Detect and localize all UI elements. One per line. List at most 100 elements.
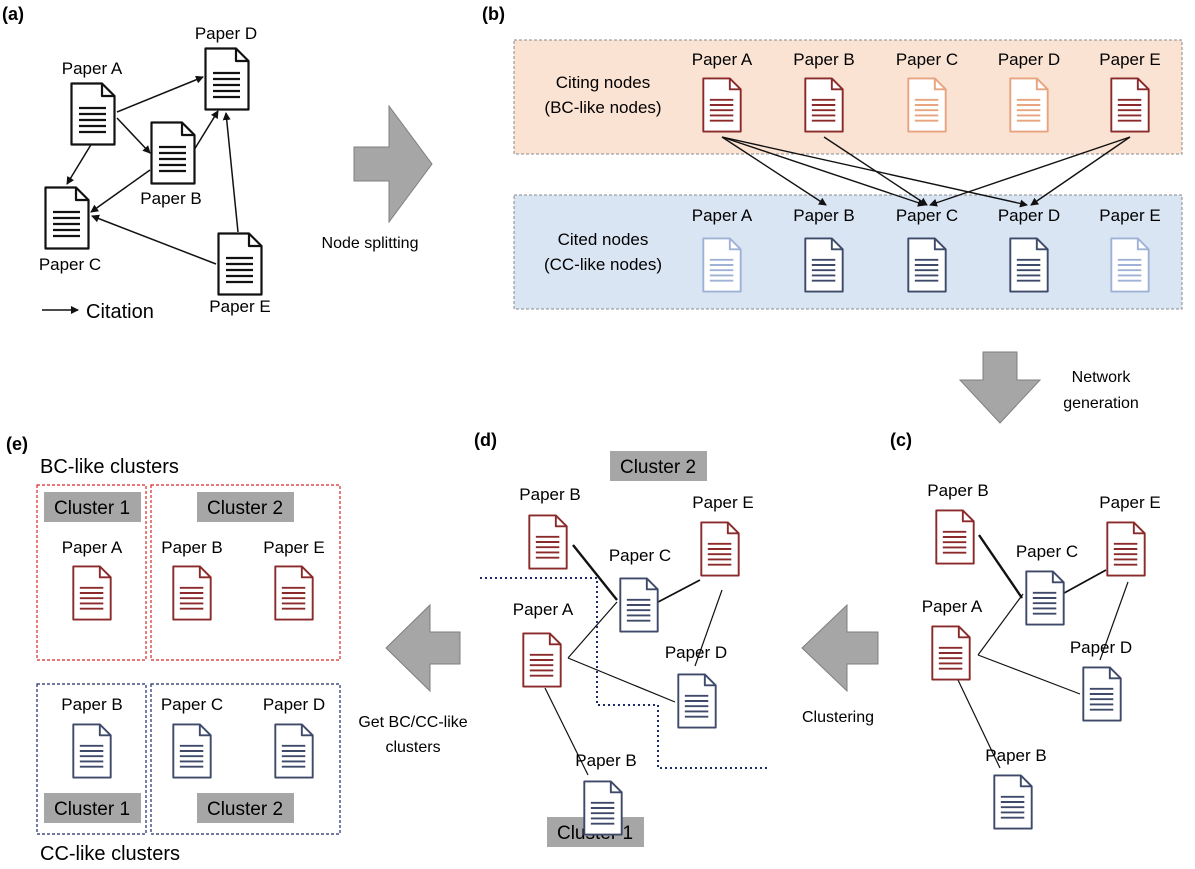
bc-cluster-1-label: Cluster 1 [54, 498, 130, 519]
cc-cluster-2-label: Cluster 2 [207, 799, 283, 820]
cc-cluster-1-badge [44, 793, 141, 823]
panel-c-edges [957, 534, 1129, 769]
node-splitting-step: Node splitting [322, 104, 433, 252]
edge-c-a-c [977, 593, 1024, 656]
node-splitting-label: Node splitting [322, 235, 419, 252]
edge-b-to-c [90, 169, 151, 213]
panel-a-tag: (a) [2, 4, 24, 24]
edge-citing-a-cited-b [721, 136, 827, 206]
cc-cluster-1-box [36, 683, 147, 835]
clustering-label: Clustering [802, 709, 874, 726]
panel-d: (d) Cluster 2 Cluster 1 Paper B Paper E … [474, 430, 768, 847]
edge-e-to-c [91, 214, 217, 265]
bc-cluster-2-label: Cluster 2 [207, 498, 283, 519]
edge-d-a-d [567, 657, 676, 703]
d-paper-a-red-label: Paper A [513, 600, 574, 619]
bipartite-citation-edges [721, 136, 1131, 208]
citing-nodes-title: Citing nodes [556, 73, 651, 92]
bc-cluster-1-box [36, 484, 147, 661]
citing-nodes-subtitle: (BC-like nodes) [544, 98, 661, 117]
edge-d-a-c [567, 601, 618, 659]
citing-paper-d-doc-icon [1009, 77, 1049, 133]
bc-paper-a-label: Paper A [62, 538, 123, 557]
d-paper-b-red-doc-icon [528, 514, 568, 570]
citing-paper-b-label: Paper B [793, 50, 854, 69]
d-paper-c-blue-doc-icon [619, 577, 659, 633]
cc-clusters-title: CC-like clusters [40, 843, 180, 865]
c-paper-e-red-doc-icon [1106, 521, 1146, 577]
citing-paper-e-label: Paper E [1099, 50, 1160, 69]
edge-c-a-d [977, 654, 1081, 695]
cited-paper-e-label: Paper E [1099, 206, 1160, 225]
paper-e-label: Paper E [209, 297, 270, 316]
node-splitting-arrow [353, 104, 433, 224]
c-paper-b-red-doc-icon [935, 509, 975, 565]
edge-e-to-d [222, 112, 239, 233]
cited-paper-d-label: Paper D [998, 206, 1060, 225]
cc-cluster-2-box [150, 683, 341, 835]
d-paper-e-red-doc-icon [700, 521, 740, 577]
d-cluster-2-badge [610, 451, 707, 481]
citing-paper-c-doc-icon [907, 77, 947, 133]
network-generation-label-2: generation [1063, 395, 1139, 412]
citing-paper-e-doc-icon [1110, 77, 1150, 133]
get-clusters-label-2: clusters [385, 739, 440, 756]
edge-d-a-b [544, 687, 589, 776]
edge-c-b-c [978, 534, 1023, 599]
citing-paper-c-label: Paper C [896, 50, 958, 69]
edge-d-b-c [572, 544, 618, 601]
edge-citing-b-cited-c [823, 136, 928, 206]
edge-a-to-b [116, 117, 151, 154]
c-paper-b-blue-label: Paper B [985, 746, 1046, 765]
c-paper-c-blue-doc-icon [1025, 570, 1065, 626]
get-clusters-label-1: Get BC/CC-like [358, 714, 467, 731]
edge-c-e-d [1099, 581, 1129, 661]
c-paper-d-blue-doc-icon [1082, 666, 1122, 722]
c-paper-d-blue-label: Paper D [1070, 638, 1132, 657]
cc-paper-d-doc-icon [274, 723, 314, 779]
cited-paper-b-label: Paper B [793, 206, 854, 225]
panel-c-tag: (c) [890, 430, 912, 450]
bc-paper-b-label: Paper B [161, 538, 222, 557]
cited-nodes-subtitle: (CC-like nodes) [544, 255, 662, 274]
edge-citing-e-cited-c [929, 136, 1131, 207]
legend-label: Citation [86, 301, 154, 323]
panel-a: (a) Paper A Paper D Paper B Paper C Pape… [2, 4, 271, 323]
paper-c-doc-icon [44, 186, 90, 250]
cc-paper-d-label: Paper D [263, 695, 325, 714]
bc-cluster-2-badge [197, 492, 294, 522]
panel-e-tag: (e) [6, 434, 28, 454]
cited-paper-a-label: Paper A [692, 206, 753, 225]
clustering-arrow [801, 603, 879, 693]
cited-paper-a-doc-icon [702, 237, 742, 293]
c-paper-a-red-label: Paper A [922, 597, 983, 616]
edge-d-e-d [694, 589, 723, 667]
get-clusters-arrow [385, 603, 461, 693]
cited-paper-c-label: Paper C [896, 206, 958, 225]
d-paper-d-blue-label: Paper D [665, 643, 727, 662]
cc-paper-c-doc-icon [172, 723, 212, 779]
paper-a-doc-icon [70, 82, 116, 146]
d-paper-b-blue-doc-icon [583, 780, 623, 836]
citing-paper-a-label: Paper A [692, 50, 753, 69]
cluster-boundary-line [480, 577, 768, 769]
cc-cluster-1-label: Cluster 1 [54, 799, 130, 820]
paper-e-doc-icon [217, 232, 263, 296]
paper-c-label: Paper C [39, 255, 101, 274]
d-paper-b-red-label: Paper B [519, 485, 580, 504]
edge-citing-a-cited-c [721, 136, 926, 207]
cc-paper-c-label: Paper C [161, 695, 223, 714]
panel-e: (e) BC-like clusters CC-like clusters Cl… [6, 434, 341, 865]
cited-paper-b-doc-icon [804, 237, 844, 293]
c-paper-e-red-label: Paper E [1099, 493, 1160, 512]
citing-paper-d-label: Paper D [998, 50, 1060, 69]
c-paper-b-red-label: Paper B [927, 481, 988, 500]
c-paper-c-blue-label: Paper C [1016, 542, 1078, 561]
bc-paper-b-doc-icon [172, 565, 212, 621]
bc-cluster-1-badge [44, 492, 141, 522]
panel-b-tag: (b) [482, 4, 505, 24]
cc-cluster-2-badge [197, 793, 294, 823]
cc-paper-b-label: Paper B [61, 695, 122, 714]
bc-clusters-title: BC-like clusters [40, 456, 179, 478]
d-paper-c-blue-label: Paper C [609, 546, 671, 565]
